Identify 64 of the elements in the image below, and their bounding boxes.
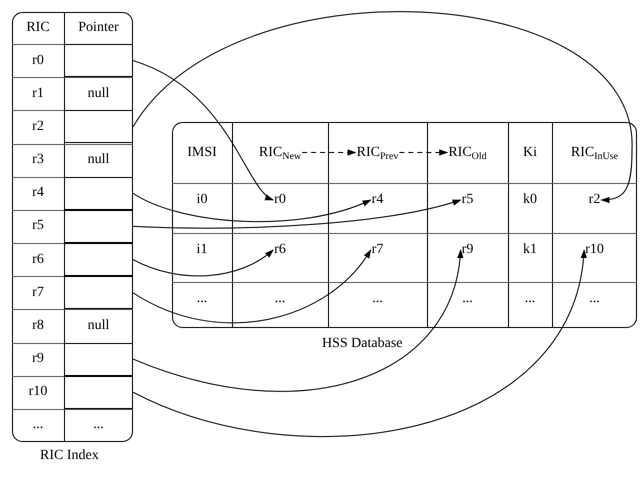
- table-caption: RIC Index: [40, 448, 99, 464]
- table-cell: r10: [584, 242, 605, 258]
- pointer-cell: [64, 44, 133, 78]
- column-header: RIC$_{New}$: [258, 144, 302, 160]
- table-cell: k1: [522, 242, 538, 258]
- dashed-arrow: [302, 149, 357, 156]
- table-cell: r6: [273, 242, 287, 258]
- pointer-cell: [64, 176, 133, 210]
- table-cell: null: [86, 318, 110, 334]
- table: [12, 12, 133, 442]
- table-cell: ...: [92, 417, 105, 434]
- table-cell: r0: [273, 192, 287, 208]
- column-header: Pointer: [77, 20, 120, 36]
- pointer-arrow: [132, 249, 372, 324]
- table-cell: ...: [32, 417, 44, 434]
- pointer-cell: [64, 276, 133, 310]
- table-caption: HSS Database: [322, 336, 402, 352]
- table-cell: ...: [274, 291, 286, 307]
- table-cell: r0: [31, 52, 45, 69]
- pointer-arrow: [132, 249, 586, 438]
- table-cell: ...: [196, 291, 208, 307]
- table-cell: r7: [31, 284, 45, 301]
- pointer-cell: [64, 210, 133, 243]
- pointer-cell: [64, 110, 133, 144]
- table-cell: r1: [31, 86, 45, 102]
- table-cell: r5: [460, 192, 474, 208]
- pointer-arrow: [132, 249, 274, 276]
- column-header: RIC$_{Old}$: [447, 144, 488, 160]
- table-cell: r7: [370, 242, 384, 258]
- dashed-arrow: [398, 149, 448, 156]
- table-cell: i0: [196, 192, 208, 208]
- table-cell: ...: [524, 291, 536, 307]
- table-cell: r2: [31, 118, 45, 135]
- column-header: IMSI: [186, 144, 218, 160]
- column-header: RIC$_{Prev}$: [356, 144, 400, 160]
- table-cell: r9: [460, 242, 474, 258]
- column-header: Ki: [522, 144, 538, 160]
- column-header: RIC: [25, 20, 51, 36]
- table-cell: r4: [31, 185, 45, 202]
- table-cell: null: [86, 86, 110, 102]
- table-cell: i1: [196, 242, 208, 258]
- pointer-arrow: [132, 192, 372, 222]
- table-cell: ...: [588, 291, 601, 307]
- table-cell: r9: [31, 351, 45, 368]
- table-cell: r10: [28, 384, 48, 400]
- table-cell: r3: [31, 152, 45, 168]
- pointer-arrow: [132, 199, 462, 229]
- pointer-arrow: [132, 60, 274, 200]
- table-cell: r4: [370, 192, 384, 208]
- pointer-arrow: [132, 249, 463, 392]
- table-cell: r8: [31, 318, 45, 334]
- pointer-cell: [64, 342, 133, 376]
- table-cell: r2: [588, 192, 602, 208]
- table-cell: k0: [522, 192, 538, 208]
- table-cell: r6: [31, 252, 45, 268]
- pointer-cell: [64, 376, 133, 409]
- table-cell: ...: [461, 291, 474, 307]
- table: [172, 122, 637, 328]
- table-cell: null: [86, 152, 110, 168]
- table-cell: ...: [371, 291, 384, 307]
- table-cell: r5: [31, 218, 45, 234]
- column-header: RIC$_{InUse}$: [570, 144, 620, 160]
- pointer-cell: [64, 243, 133, 276]
- pointer-arrow: [132, 12, 632, 203]
